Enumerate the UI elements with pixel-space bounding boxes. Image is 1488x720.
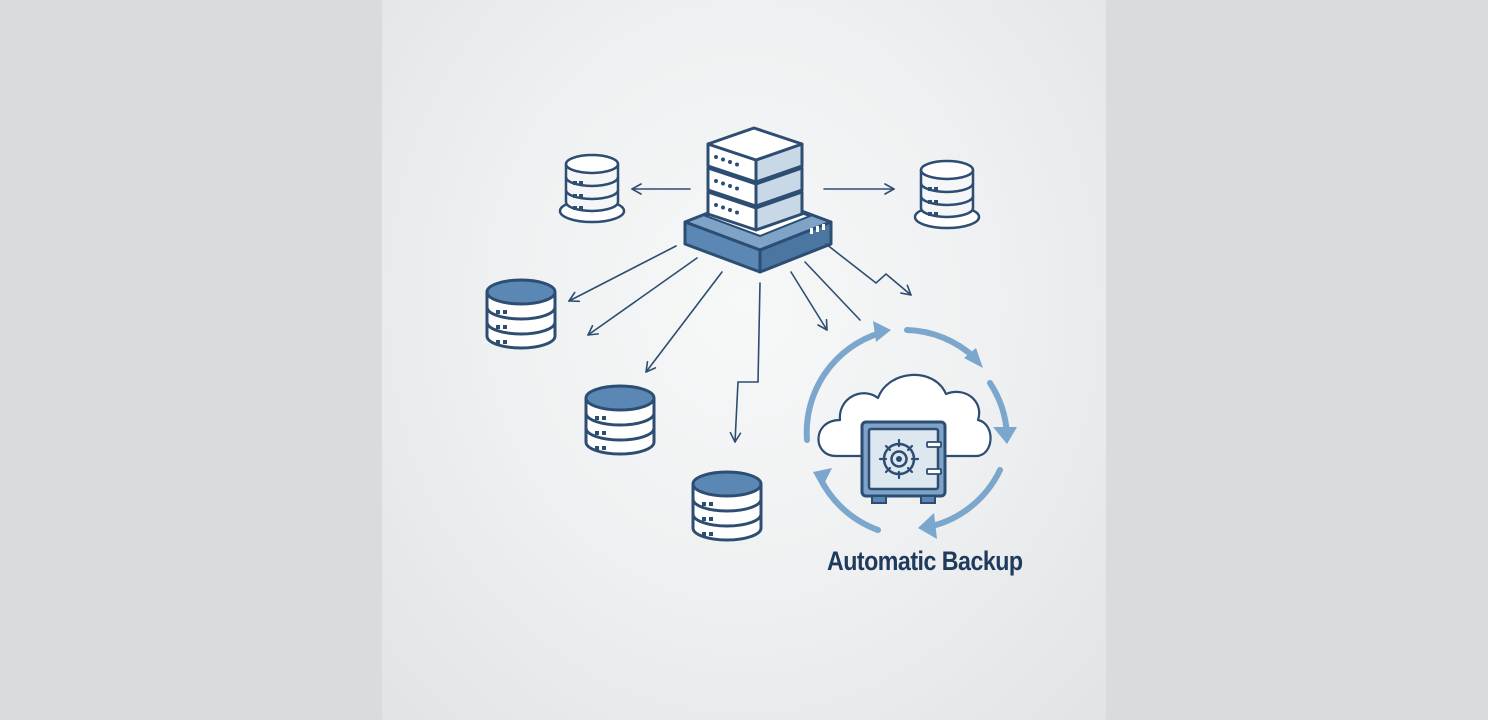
arrow-to-vault-1: [790, 271, 828, 331]
database-icon-top-left: [558, 153, 626, 224]
arrow-to-db-3: [645, 271, 723, 373]
sync-cycle-arrowheads: [813, 321, 1017, 539]
database-icon-1: [485, 278, 557, 350]
database-icon-3: [691, 470, 763, 542]
backup-label: Automatic Backup: [826, 546, 1023, 576]
arrow-to-db-2: [587, 257, 698, 336]
database-icon-top-right: [913, 159, 981, 230]
arrow-to-db-1: [568, 245, 677, 303]
arrow-to-vault-3: [825, 243, 912, 296]
safe-dial: [878, 438, 920, 480]
safe-vault-icon: [860, 420, 947, 504]
arrow-to-vault-2: [804, 261, 861, 321]
diagram-panel: [382, 0, 1106, 720]
connector-arrows: [568, 183, 912, 443]
database-icon-2: [584, 384, 656, 456]
arrow-to-db-4: [729, 282, 761, 443]
server-stack-icon: [683, 126, 833, 274]
